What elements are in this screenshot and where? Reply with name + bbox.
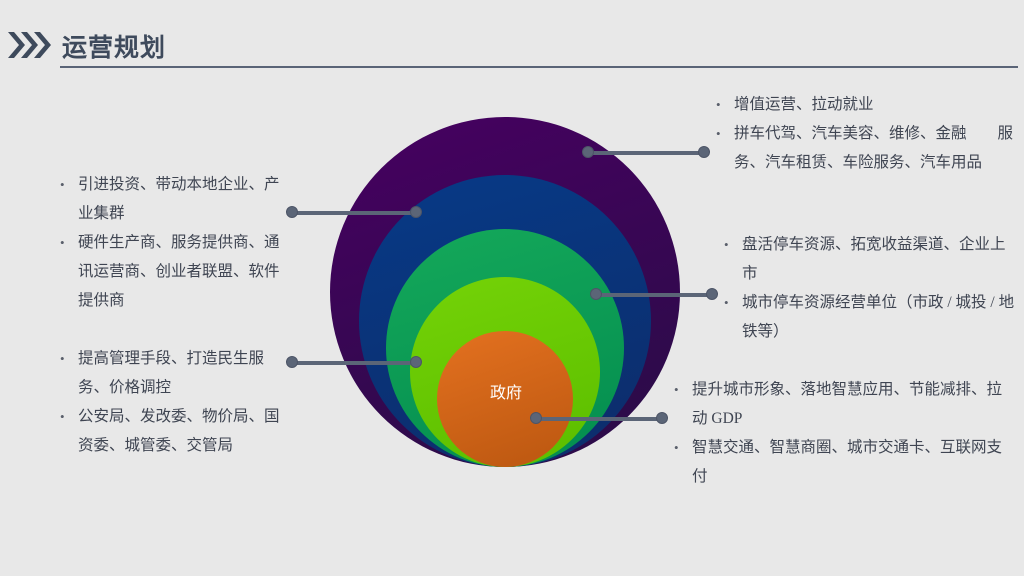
- center-label: 政府: [489, 385, 522, 402]
- callout-list: 提高管理手段、打造民生服务、价格调控 公安局、发改委、物价局、国资委、城管委、交…: [58, 344, 284, 460]
- list-item: 公安局、发改委、物价局、国资委、城管委、交管局: [58, 402, 284, 460]
- callout-list: 提升城市形象、落地智慧应用、节能减排、拉动 GDP 智慧交通、智慧商圈、城市交通…: [672, 375, 1016, 491]
- list-item: 拼车代驾、汽车美容、维修、金融 服务、汽车租赁、车险服务、汽车用品: [714, 119, 1014, 177]
- connector-top-right: [582, 146, 710, 160]
- connector-line: [595, 293, 713, 297]
- connector-dot-anchor: [410, 206, 422, 218]
- connector-dot-anchor: [590, 288, 602, 300]
- ring-fourth: [410, 277, 600, 467]
- ring-third: [386, 229, 624, 467]
- connector-bottom-right: [530, 412, 668, 426]
- page-header: 运营规划: [0, 0, 1024, 78]
- list-item: 硬件生产商、服务提供商、通讯运营商、创业者联盟、软件提供商: [58, 228, 284, 315]
- connector-line: [535, 417, 663, 421]
- connector-top-left: [286, 206, 422, 220]
- callout-list: 盘活停车资源、拓宽收益渠道、企业上市 城市停车资源经营单位（市政 / 城投 / …: [722, 230, 1018, 346]
- connector-dot-anchor: [530, 412, 542, 424]
- connector-dot-end: [286, 356, 298, 368]
- connector-dot-anchor: [410, 356, 422, 368]
- list-item: 引进投资、带动本地企业、产业集群: [58, 170, 284, 228]
- callout-list: 增值运营、拉动就业 拼车代驾、汽车美容、维修、金融 服务、汽车租赁、车险服务、汽…: [714, 90, 1014, 177]
- connector-line: [291, 211, 417, 215]
- connector-dot-end: [286, 206, 298, 218]
- callout-bottom-right: 提升城市形象、落地智慧应用、节能减排、拉动 GDP 智慧交通、智慧商圈、城市交通…: [672, 375, 1016, 491]
- list-item: 增值运营、拉动就业: [714, 90, 1014, 119]
- title-divider: [60, 66, 1018, 68]
- list-item: 提升城市形象、落地智慧应用、节能减排、拉动 GDP: [672, 375, 1016, 433]
- list-item: 盘活停车资源、拓宽收益渠道、企业上市: [722, 230, 1018, 288]
- connector-bottom-left: [286, 356, 422, 370]
- connector-line: [291, 361, 417, 365]
- triple-chevron-right-icon: [8, 31, 54, 59]
- list-item: 提高管理手段、打造民生服务、价格调控: [58, 344, 284, 402]
- list-item: 城市停车资源经营单位（市政 / 城投 / 地铁等）: [722, 288, 1018, 346]
- connector-dot-end: [698, 146, 710, 158]
- connector-mid-right: [590, 288, 718, 302]
- callout-list: 引进投资、带动本地企业、产业集群 硬件生产商、服务提供商、通讯运营商、创业者联盟…: [58, 170, 284, 315]
- callout-bottom-left: 提高管理手段、打造民生服务、价格调控 公安局、发改委、物价局、国资委、城管委、交…: [58, 344, 284, 460]
- page-title: 运营规划: [62, 34, 167, 62]
- connector-dot-end: [706, 288, 718, 300]
- connector-dot-anchor: [582, 146, 594, 158]
- callout-mid-right: 盘活停车资源、拓宽收益渠道、企业上市 城市停车资源经营单位（市政 / 城投 / …: [722, 230, 1018, 346]
- list-item: 智慧交通、智慧商圈、城市交通卡、互联网支付: [672, 433, 1016, 491]
- callout-top-right: 增值运营、拉动就业 拼车代驾、汽车美容、维修、金融 服务、汽车租赁、车险服务、汽…: [714, 90, 1014, 177]
- callout-top-left: 引进投资、带动本地企业、产业集群 硬件生产商、服务提供商、通讯运营商、创业者联盟…: [58, 170, 284, 315]
- connector-line: [587, 151, 705, 155]
- connector-dot-end: [656, 412, 668, 424]
